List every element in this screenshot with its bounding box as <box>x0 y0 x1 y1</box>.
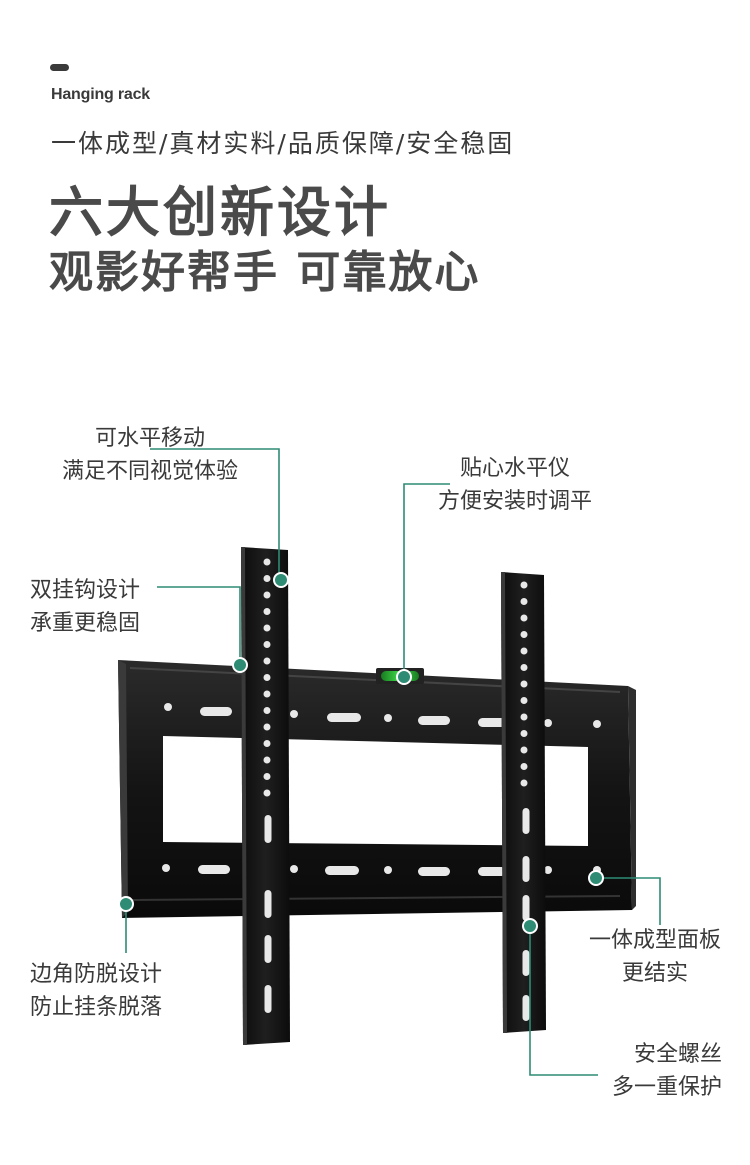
section-tag: Hanging rack <box>51 86 150 103</box>
left-hanging-strip <box>241 547 290 1045</box>
decor-pill <box>50 64 69 71</box>
page-subtitle: 观影好帮手 可靠放心 <box>49 247 481 298</box>
callout-lines <box>125 448 661 1076</box>
right-hanging-strip <box>501 572 546 1033</box>
callout-double-hook: 双挂钩设计 承重更稳固 <box>30 578 141 636</box>
callout-integrated-panel: 一体成型面板 更结实 <box>588 928 721 986</box>
callout-anti-slip-edge: 边角防脱设计 防止挂条脱落 <box>30 962 163 1020</box>
callout-spirit-level: 贴心水平仪 方便安装时调平 <box>437 456 592 514</box>
callout-horizontal-move: 可水平移动 满足不同视觉体验 <box>61 426 238 484</box>
callout-safety-screw: 安全螺丝 多一重保护 <box>611 1042 722 1100</box>
callout-dots <box>118 572 604 934</box>
subtitle: 一体成型/真材实料/品质保障/安全稳固 <box>51 129 515 158</box>
wall-panel <box>118 660 636 918</box>
page-title: 六大创新设计 <box>49 181 391 244</box>
